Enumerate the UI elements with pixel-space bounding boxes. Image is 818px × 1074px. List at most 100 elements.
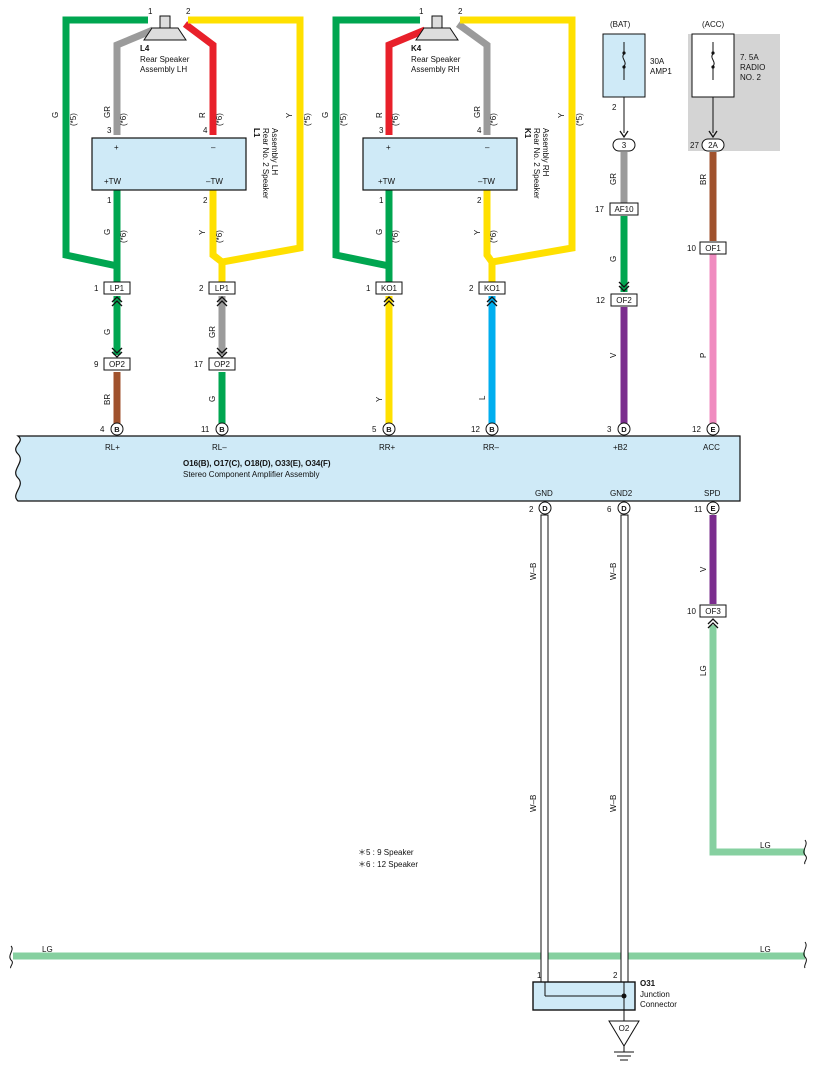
svg-text:GR: GR bbox=[473, 106, 482, 118]
svg-text:GR: GR bbox=[208, 326, 217, 338]
svg-text:L: L bbox=[478, 395, 487, 400]
svg-text:Assembly RH: Assembly RH bbox=[541, 128, 550, 177]
ground-symbol-o2: O2 bbox=[608, 1020, 640, 1061]
amp-terminal: D bbox=[617, 501, 631, 515]
svg-text:(*6): (*6) bbox=[119, 230, 128, 243]
svg-text:Rear No. 2 Speaker: Rear No. 2 Speaker bbox=[532, 128, 541, 199]
svg-text:1: 1 bbox=[366, 284, 371, 293]
k1-pin-2: 2 bbox=[477, 196, 482, 205]
svg-text:(*6): (*6) bbox=[215, 230, 224, 243]
svg-text:30A: 30A bbox=[650, 57, 665, 66]
connector-ko1-b: KO1 2 bbox=[469, 281, 506, 295]
svg-text:E: E bbox=[710, 425, 715, 434]
svg-text:AMP1: AMP1 bbox=[650, 67, 672, 76]
l1-pin-3: 3 bbox=[107, 126, 112, 135]
svg-text:LG: LG bbox=[760, 945, 771, 954]
svg-text:2: 2 bbox=[613, 971, 618, 980]
k1-pin-1: 1 bbox=[379, 196, 384, 205]
svg-text:2: 2 bbox=[612, 103, 617, 112]
amp-terminal: B bbox=[485, 422, 499, 436]
svg-text:B: B bbox=[114, 425, 120, 434]
svg-text:Y: Y bbox=[285, 112, 294, 118]
k4-name-2: Assembly RH bbox=[411, 65, 460, 74]
svg-text:Y: Y bbox=[375, 396, 384, 402]
svg-text:R: R bbox=[198, 112, 207, 118]
amp-pin: 12 bbox=[692, 425, 701, 434]
connector-2a: 2A 27 bbox=[690, 138, 725, 152]
svg-text:KO1: KO1 bbox=[381, 284, 398, 293]
k1-pin-4: 4 bbox=[477, 126, 482, 135]
speaker-icon bbox=[143, 15, 187, 41]
svg-text:(*6): (*6) bbox=[215, 113, 224, 126]
svg-text:17: 17 bbox=[194, 360, 203, 369]
right-speaker-wires bbox=[332, 16, 576, 424]
svg-text:BR: BR bbox=[699, 174, 708, 185]
svg-text:D: D bbox=[621, 504, 627, 513]
amp-pin: 12 bbox=[471, 425, 480, 434]
svg-text:W–B: W–B bbox=[529, 795, 538, 812]
svg-text:AF10: AF10 bbox=[614, 205, 634, 214]
svg-text:12: 12 bbox=[596, 296, 605, 305]
wire-gray-l4 bbox=[113, 26, 155, 135]
svg-text:W–B: W–B bbox=[609, 563, 618, 580]
amp-terminal: E bbox=[706, 501, 720, 515]
break-marks bbox=[9, 839, 807, 969]
svg-text:E: E bbox=[710, 504, 715, 513]
amplifier-box bbox=[15, 435, 741, 502]
svg-text:17: 17 bbox=[595, 205, 604, 214]
svg-text:(*5): (*5) bbox=[339, 113, 348, 126]
amp-terminal: E bbox=[706, 422, 720, 436]
connector-of3: OF3 10 bbox=[687, 604, 727, 618]
svg-text:GR: GR bbox=[609, 173, 618, 185]
connector-lp1-a: LP1 1 bbox=[94, 281, 131, 295]
svg-text:2: 2 bbox=[199, 284, 204, 293]
svg-text:–: – bbox=[485, 143, 490, 152]
wire-yellow-l1-tw bbox=[209, 190, 225, 265]
svg-text:G: G bbox=[208, 396, 217, 402]
svg-text:9: 9 bbox=[94, 360, 99, 369]
note-6-speaker: ＊6 : 12 Speaker bbox=[358, 860, 418, 869]
svg-text:+: + bbox=[114, 143, 119, 152]
connector-ko1-a: KO1 1 bbox=[366, 281, 403, 295]
svg-text:(*6): (*6) bbox=[391, 230, 400, 243]
svg-text:(*6): (*6) bbox=[489, 113, 498, 126]
svg-text:LG: LG bbox=[760, 841, 771, 850]
svg-text:Rear No. 2 Speaker: Rear No. 2 Speaker bbox=[261, 128, 270, 199]
svg-text:G: G bbox=[375, 229, 384, 235]
svg-text:KO1: KO1 bbox=[484, 284, 501, 293]
svg-text:W–B: W–B bbox=[529, 563, 538, 580]
l4-name-2: Assembly LH bbox=[140, 65, 187, 74]
connector-3: 3 bbox=[612, 138, 636, 152]
amp-label-gnd2: GND2 bbox=[610, 489, 633, 498]
svg-text:2: 2 bbox=[469, 284, 474, 293]
svg-text:NO. 2: NO. 2 bbox=[740, 73, 761, 82]
svg-text:B: B bbox=[489, 425, 495, 434]
amp-terminal: B bbox=[382, 422, 396, 436]
svg-text:RADIO: RADIO bbox=[740, 63, 765, 72]
k1-label: K1 Rear No. 2 Speaker Assembly RH bbox=[523, 128, 550, 199]
svg-text:OP2: OP2 bbox=[214, 360, 231, 369]
amp-terminal: D bbox=[538, 501, 552, 515]
amp-pin: 2 bbox=[529, 505, 534, 514]
svg-text:O2: O2 bbox=[619, 1024, 630, 1033]
svg-text:G: G bbox=[609, 256, 618, 262]
svg-text:OF1: OF1 bbox=[705, 244, 721, 253]
svg-text:L1: L1 bbox=[252, 128, 261, 138]
wire-yellow-k4-outer bbox=[460, 16, 576, 283]
connector-op2-a: OP2 9 bbox=[94, 357, 131, 371]
svg-text:D: D bbox=[621, 425, 627, 434]
amp-pin: 4 bbox=[100, 425, 105, 434]
svg-text:Assembly LH: Assembly LH bbox=[270, 128, 279, 175]
svg-text:R: R bbox=[375, 112, 384, 118]
svg-text:–: – bbox=[211, 143, 216, 152]
svg-text:OP2: OP2 bbox=[109, 360, 126, 369]
l1-pin-4: 4 bbox=[203, 126, 208, 135]
l1-label: L1 Rear No. 2 Speaker Assembly LH bbox=[252, 128, 279, 199]
svg-text:W–B: W–B bbox=[609, 795, 618, 812]
amp-label-rr-minus: RR– bbox=[483, 443, 500, 452]
amp-terminal: D bbox=[617, 422, 631, 436]
amp-pin: 6 bbox=[607, 505, 612, 514]
svg-text:OF2: OF2 bbox=[616, 296, 632, 305]
amp-codes: O16(B), O17(C), O18(D), O33(E), O34(F) bbox=[183, 459, 331, 468]
k4-pin-1: 1 bbox=[419, 7, 424, 16]
